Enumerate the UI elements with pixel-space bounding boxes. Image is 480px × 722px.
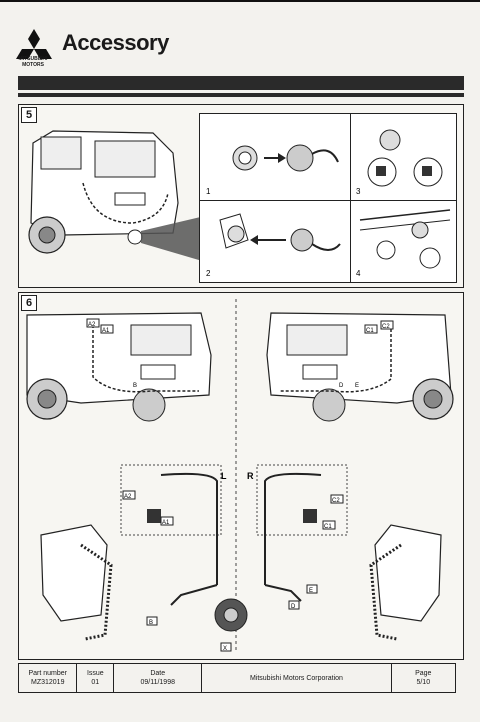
- callout-c1-harness: C1: [324, 524, 332, 530]
- callout-e-right: E: [355, 383, 359, 389]
- issue-value: 01: [91, 679, 100, 686]
- date-cell: Date 09/11/1998: [114, 664, 203, 692]
- page-title: Accessory: [62, 30, 169, 55]
- issue-label: Issue: [86, 670, 104, 677]
- page-value: 5/10: [416, 679, 431, 686]
- callout-e-harness: E: [309, 588, 313, 594]
- step5-vehicle-illustration: [28, 130, 209, 263]
- towbar-mount-illustration: 4: [356, 209, 451, 278]
- callout-d-harness: D: [291, 604, 296, 610]
- step5-panel: 5 1 3: [18, 104, 464, 288]
- header-band-thin: [18, 93, 464, 97]
- mitsubishi-logo-icon: [16, 29, 52, 59]
- plug-connect-illustration: 2: [206, 213, 341, 278]
- footer-info-table: Part number MZ312019 Issue 01 Date 09/11…: [18, 663, 456, 693]
- date-label: Date: [150, 670, 166, 677]
- page-label: Page: [415, 670, 432, 677]
- callout-c2-harness: C2: [332, 498, 340, 504]
- harness-label-r: R: [247, 471, 254, 481]
- part-number-label: Part number: [28, 670, 67, 677]
- header-band: [18, 76, 464, 90]
- callout-d-right: D: [339, 383, 344, 389]
- sub-label-4: 4: [356, 269, 361, 278]
- step5-detail-grid: 1 3 2 4: [199, 113, 457, 283]
- callout-c1-right: C1: [366, 328, 374, 334]
- sub-label-1: 1: [206, 187, 211, 196]
- sub-label-2: 2: [206, 269, 211, 278]
- issue-cell: Issue 01: [77, 664, 115, 692]
- step5-number: 5: [21, 107, 37, 123]
- step6-number: 6: [21, 295, 37, 311]
- part-number-cell: Part number MZ312019: [19, 664, 78, 692]
- brand-name: MITSUBISHI MOTORS: [18, 56, 48, 68]
- callout-b-harness: B: [149, 620, 153, 626]
- date-value: 09/11/1998: [140, 679, 175, 686]
- company-name: Mitsubishi Motors Corporation: [249, 674, 343, 682]
- top-rule: [0, 0, 480, 2]
- callout-a2-left: A2: [88, 322, 96, 328]
- page-cell: Page 5/10: [392, 664, 455, 692]
- company-cell: Mitsubishi Motors Corporation: [202, 664, 392, 692]
- callout-c2-right: C2: [382, 324, 390, 330]
- part-number-value: MZ312019: [31, 679, 65, 686]
- step6-wiring-illustration: A2 A1 B C1 C2 D E L R A2 A1 C2 C1: [26, 299, 454, 652]
- socket-mount-illustration: 3: [356, 129, 443, 196]
- harness-label-l: L: [221, 471, 227, 481]
- callout-a1-harness: A1: [162, 520, 170, 526]
- callout-a2-harness: A2: [124, 494, 132, 500]
- sub-label-3: 3: [356, 187, 361, 196]
- callout-b-left: B: [133, 383, 137, 389]
- callout-x-harness: X: [223, 646, 227, 652]
- callout-a1-left: A1: [102, 328, 110, 334]
- step6-panel: 6 A2 A1 B C1 C2 D E L R: [18, 292, 464, 660]
- socket-connect-illustration: 1: [206, 144, 339, 196]
